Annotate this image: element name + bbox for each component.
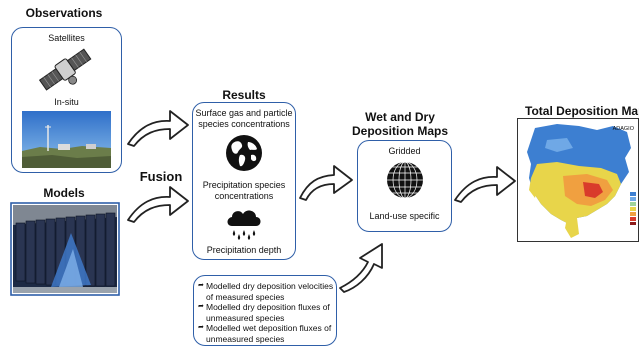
arrow-models-to-results — [127, 186, 189, 223]
rain-cloud-icon — [227, 210, 261, 240]
satellites-label: Satellites — [48, 33, 85, 43]
arrow-results-to-maps — [299, 165, 353, 201]
precipitation-depth-label: Precipitation depth — [206, 245, 282, 255]
gridded-label: Gridded — [388, 146, 421, 156]
note-text: Modelled dry deposition fluxes of unmeas… — [206, 302, 330, 323]
in-situ-label: In-situ — [54, 97, 79, 107]
satellite-icon — [38, 48, 92, 91]
map-label: ADAGIO — [612, 126, 634, 132]
note-item: ➦Modelled dry deposition velocities of m… — [198, 281, 334, 302]
land-use-label: Land-use specific — [369, 211, 440, 221]
in-situ-station-photo — [22, 111, 111, 168]
note-item: ➦Modelled dry deposition fluxes of unmea… — [198, 302, 334, 323]
fusion-label: Fusion — [139, 169, 183, 184]
arrow-maps-to-total — [454, 166, 516, 203]
notes-list: ➦Modelled dry deposition velocities of m… — [198, 281, 334, 344]
notes-box — [193, 275, 337, 346]
note-text: Modelled wet deposition fluxes of unmeas… — [206, 323, 332, 344]
note-text: Modelled dry deposition velocities of me… — [206, 281, 334, 302]
globe-icon — [226, 135, 262, 171]
results-title: Results — [222, 88, 266, 102]
total-title: Total Deposition Maps — [525, 104, 639, 118]
supercomputer-photo — [10, 202, 120, 296]
wet-dry-title: Wet and Dry Deposition Maps — [352, 110, 449, 138]
arrow-bullet-icon: ➦ — [198, 324, 204, 331]
surface-concentrations-label: Surface gas and particle species concent… — [195, 108, 293, 129]
gridded-globe-icon — [387, 161, 423, 199]
arrow-bullet-icon: ➦ — [198, 303, 204, 310]
arrow-notes-to-maps — [339, 243, 383, 293]
north-america-deposition-map — [517, 118, 639, 242]
note-item: ➦Modelled wet deposition fluxes of unmea… — [198, 323, 334, 344]
arrow-observations-to-results — [127, 110, 189, 147]
arrow-bullet-icon: ➦ — [198, 282, 204, 289]
observations-title: Observations — [25, 6, 103, 20]
precipitation-concentrations-label: Precipitation species concentrations — [202, 180, 286, 201]
models-title: Models — [43, 186, 85, 200]
